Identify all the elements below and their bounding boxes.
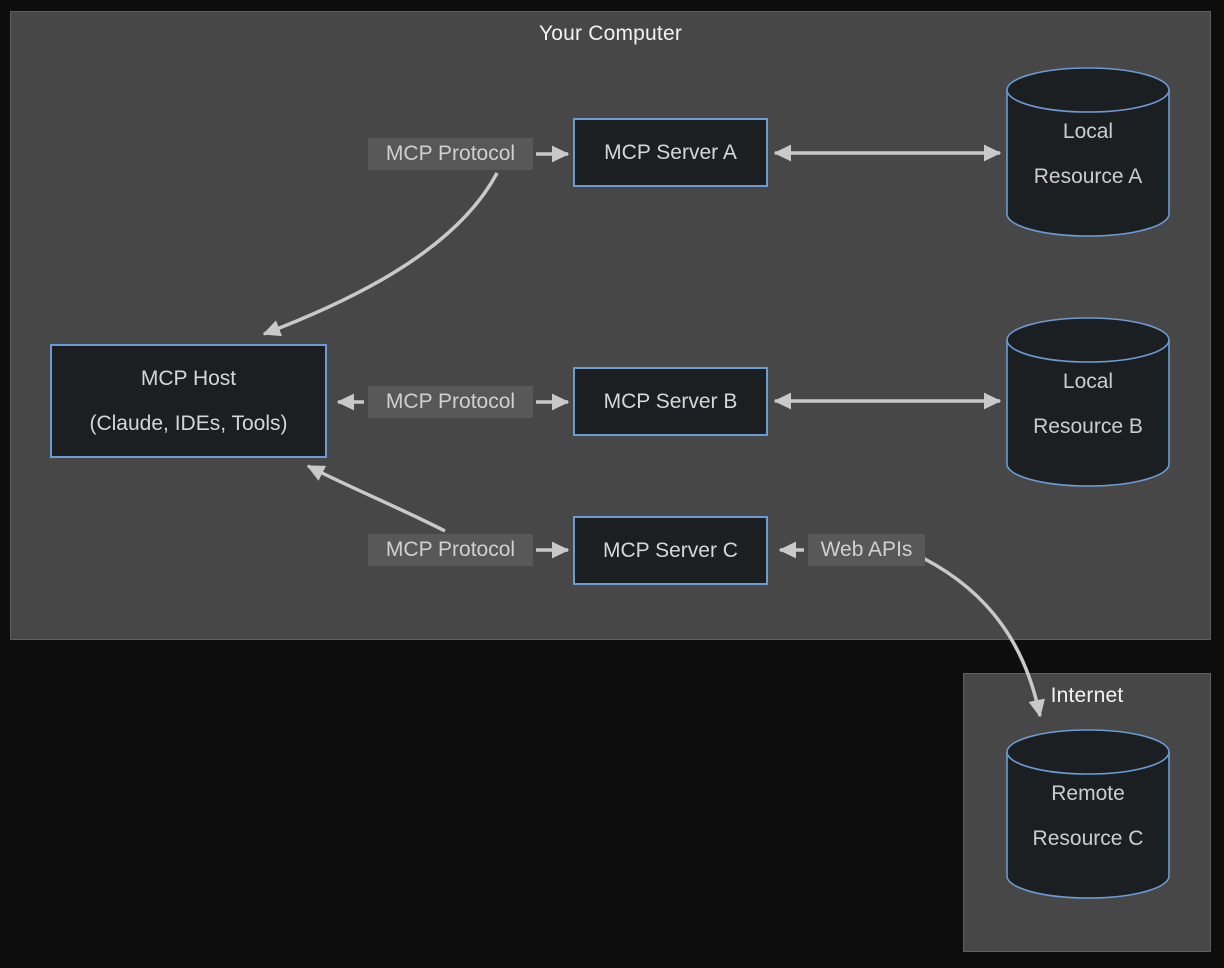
local-resource-b-text: Local Resource B <box>1006 359 1170 449</box>
mcp-server-a-label: MCP Server A <box>604 141 737 164</box>
mcp-host-label-line2: (Claude, IDEs, Tools) <box>89 412 288 435</box>
arrow-protocol-c-to-host-curve <box>306 464 446 533</box>
remote-resource-c-line2: Resource C <box>1032 827 1144 850</box>
mcp-server-a-node: MCP Server A <box>573 118 768 187</box>
remote-resource-c-cylinder <box>1006 729 1170 899</box>
edge-label-mcp-protocol-c: MCP Protocol <box>368 534 533 566</box>
local-resource-a-line2: Resource A <box>1033 165 1143 188</box>
your-computer-title: Your Computer <box>538 22 683 45</box>
local-resource-b-line1: Local <box>1062 370 1114 393</box>
edge-label-mcp-protocol-a: MCP Protocol <box>368 138 533 170</box>
local-resource-a-text: Local Resource A <box>1006 109 1170 199</box>
edge-label-mcp-protocol-b: MCP Protocol <box>368 386 533 418</box>
local-resource-a-cylinder <box>1006 67 1170 237</box>
arrow-webapis-to-resource-c-curve <box>922 556 1045 718</box>
mcp-host-node: MCP Host (Claude, IDEs, Tools) <box>50 344 327 458</box>
internet-title: Internet <box>1050 684 1124 707</box>
remote-resource-c-text: Remote Resource C <box>1006 771 1170 861</box>
mcp-server-c-label: MCP Server C <box>603 539 738 562</box>
mcp-server-b-node: MCP Server B <box>573 367 768 436</box>
edge-label-web-apis: Web APIs <box>808 534 925 566</box>
mcp-host-label-line1: MCP Host <box>140 367 237 390</box>
arrow-protocol-a-to-host-curve <box>262 172 499 337</box>
mcp-server-c-node: MCP Server C <box>573 516 768 585</box>
local-resource-b-line2: Resource B <box>1033 415 1143 438</box>
remote-resource-c-line1: Remote <box>1051 782 1125 805</box>
mcp-server-b-label: MCP Server B <box>603 390 738 413</box>
local-resource-b-cylinder <box>1006 317 1170 487</box>
local-resource-a-line1: Local <box>1062 120 1114 143</box>
